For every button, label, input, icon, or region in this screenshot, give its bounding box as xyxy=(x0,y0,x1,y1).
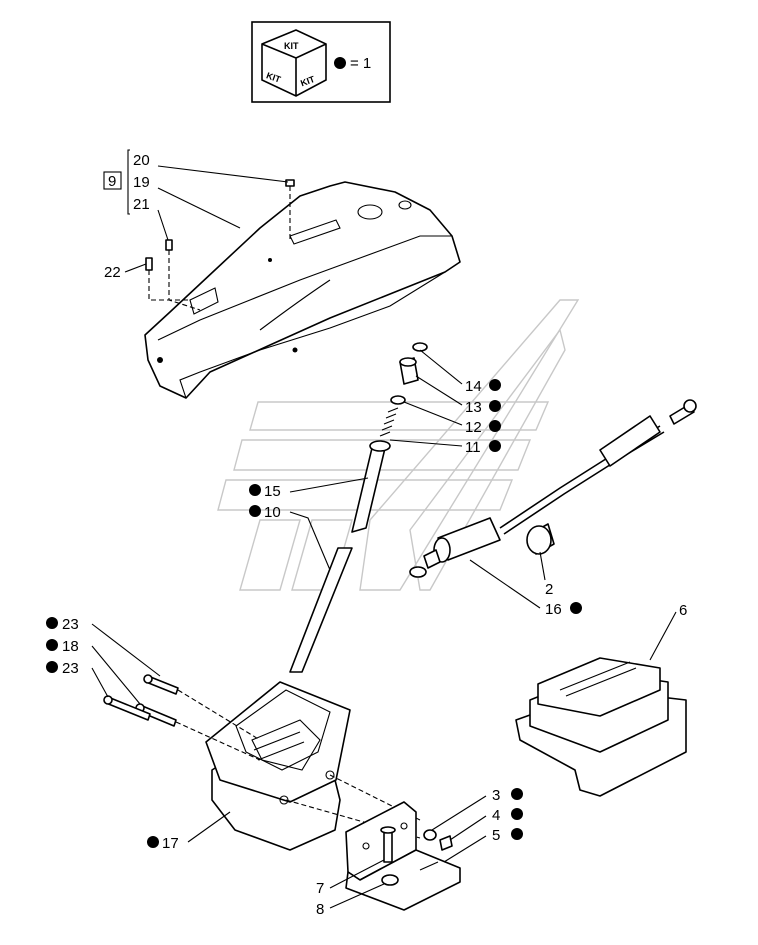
callout-11: 11 xyxy=(465,439,481,456)
lever-base xyxy=(205,681,351,851)
control-cable xyxy=(409,399,697,578)
callout-23a: 23 xyxy=(62,616,79,633)
callout-9-frame xyxy=(103,171,122,190)
callout-8: 8 xyxy=(316,901,324,918)
callout-11-bullet-icon xyxy=(489,440,501,452)
kit-right-label: KIT xyxy=(299,74,317,89)
callout-12: 12 xyxy=(465,419,482,436)
callout-16: 16 xyxy=(545,601,562,618)
callout-10-bullet-icon xyxy=(249,505,261,517)
base-bolts xyxy=(103,674,421,839)
kit-cube-icon xyxy=(261,29,327,97)
cover-screws xyxy=(145,179,295,311)
callout-14: 14 xyxy=(465,378,482,395)
callout-18-bullet-icon xyxy=(46,639,58,651)
callout-4: 4 xyxy=(492,807,500,824)
callout-15: 15 xyxy=(264,483,281,500)
leader-lines xyxy=(91,149,677,909)
kit-left-label: KIT xyxy=(265,70,283,85)
mounting-bracket xyxy=(345,801,461,911)
callout-18: 18 xyxy=(62,638,79,655)
kit-legend: KIT KIT KIT = 1 xyxy=(251,21,391,103)
callout-12-bullet-icon xyxy=(489,420,501,432)
callouts: 20 19 9 21 22 14 13 12 11 15 10 2 16 6 2… xyxy=(46,152,687,918)
callout-15-bullet-icon xyxy=(249,484,261,496)
callout-4-bullet-icon xyxy=(511,808,523,820)
callout-7: 7 xyxy=(316,880,324,897)
legend-frame xyxy=(251,21,391,103)
lever-knob-parts xyxy=(289,342,428,673)
legend-bullet-icon xyxy=(334,57,346,69)
callout-17: 17 xyxy=(162,835,179,852)
callout-23b: 23 xyxy=(62,660,79,677)
kit-top-label: KIT xyxy=(284,41,299,51)
rubber-boot xyxy=(515,657,687,797)
callout-23a-bullet-icon xyxy=(46,617,58,629)
callout-6: 6 xyxy=(679,602,687,619)
callout-19: 19 xyxy=(133,174,150,191)
upper-cover xyxy=(144,181,461,399)
callout-9: 9 xyxy=(108,173,116,190)
callout-17-bullet-icon xyxy=(147,836,159,848)
callout-3-bullet-icon xyxy=(511,788,523,800)
callout-16-bullet-icon xyxy=(570,602,582,614)
legend-equals-text: = 1 xyxy=(350,55,371,72)
callout-23b-bullet-icon xyxy=(46,661,58,673)
callout-21: 21 xyxy=(133,196,150,213)
callout-14-bullet-icon xyxy=(489,379,501,391)
callout-2: 2 xyxy=(545,581,553,598)
callout-20: 20 xyxy=(133,152,150,169)
callout-22: 22 xyxy=(104,264,121,281)
callout-3: 3 xyxy=(492,787,500,804)
callout-13: 13 xyxy=(465,399,482,416)
callout-5: 5 xyxy=(492,827,500,844)
callout-10: 10 xyxy=(264,504,281,521)
callout-13-bullet-icon xyxy=(489,400,501,412)
callout-5-bullet-icon xyxy=(511,828,523,840)
